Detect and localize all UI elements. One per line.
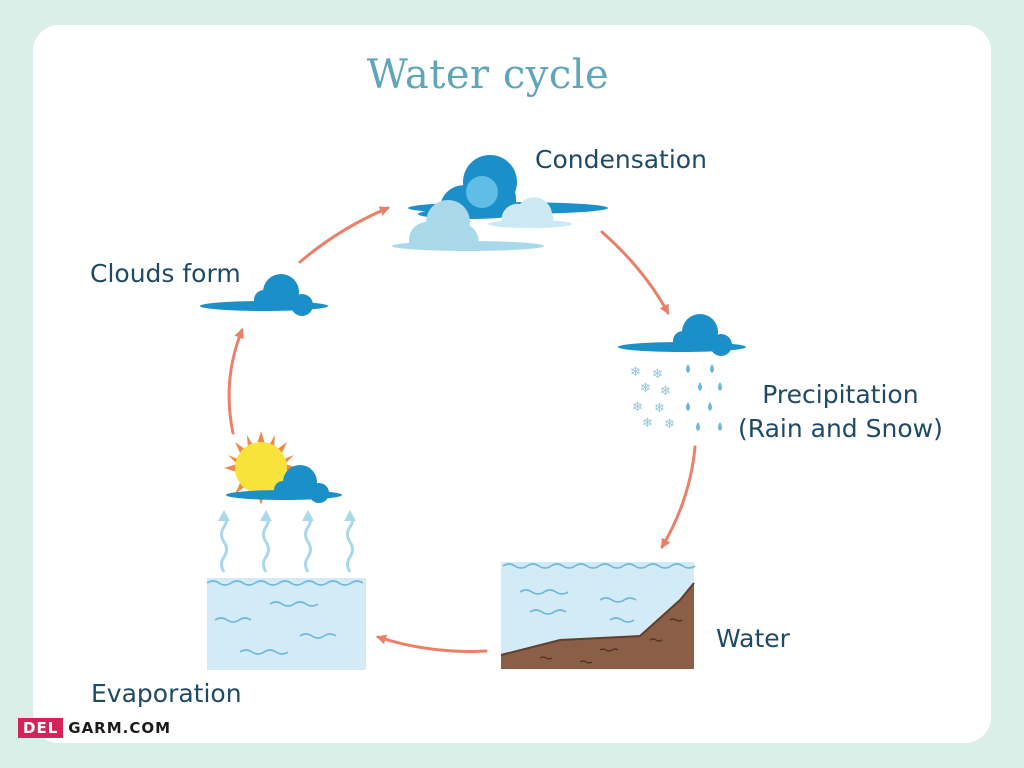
watermark-text: GARM.COM — [68, 719, 172, 737]
clouds-form-cloud-icon — [200, 274, 328, 316]
svg-text:❄: ❄ — [642, 416, 653, 431]
vapor-arrows-icon — [220, 513, 354, 573]
precipitation-line2: (Rain and Snow) — [738, 414, 943, 443]
arrow-condensation-to-precipitation — [600, 230, 670, 315]
svg-text:❄: ❄ — [654, 401, 665, 416]
evaporation-water-icon — [206, 578, 366, 670]
watermark-accent: DEL — [18, 718, 64, 738]
svg-text:❄: ❄ — [640, 381, 651, 396]
watermark-logo: DEL GARM.COM — [18, 717, 176, 739]
diagram-title: Water cycle — [366, 52, 610, 98]
stage-label-clouds-form: Clouds form — [90, 259, 241, 288]
stage-label-condensation: Condensation — [535, 145, 707, 174]
stage-label-evaporation: Evaporation — [91, 679, 242, 708]
precipitation-line1: Precipitation — [762, 380, 919, 409]
precipitation-cloud-icon — [618, 314, 746, 356]
vapor-arrowheads-icon — [218, 510, 356, 521]
cycle-arrows — [227, 206, 697, 653]
water-body-icon — [500, 562, 696, 669]
svg-text:❄: ❄ — [632, 400, 643, 415]
arrow-water-to-evaporation — [376, 634, 488, 653]
arrow-clouds-to-condensation — [298, 206, 390, 264]
svg-text:❄: ❄ — [630, 365, 641, 380]
arrow-precipitation-to-water — [660, 445, 697, 549]
condensation-clouds-icon — [392, 155, 608, 251]
snowflakes-icon: ❄ ❄ ❄ ❄ ❄ ❄ ❄ ❄ — [630, 365, 675, 432]
raindrops-icon — [686, 364, 722, 431]
stage-label-precipitation: Precipitation (Rain and Snow) — [738, 378, 943, 446]
arrow-evaporation-to-clouds — [227, 328, 244, 435]
svg-text:❄: ❄ — [660, 384, 671, 399]
evaporation-cloud-icon — [226, 465, 342, 503]
svg-text:❄: ❄ — [664, 417, 675, 432]
stage-label-water: Water — [716, 624, 790, 653]
svg-text:❄: ❄ — [652, 367, 663, 382]
